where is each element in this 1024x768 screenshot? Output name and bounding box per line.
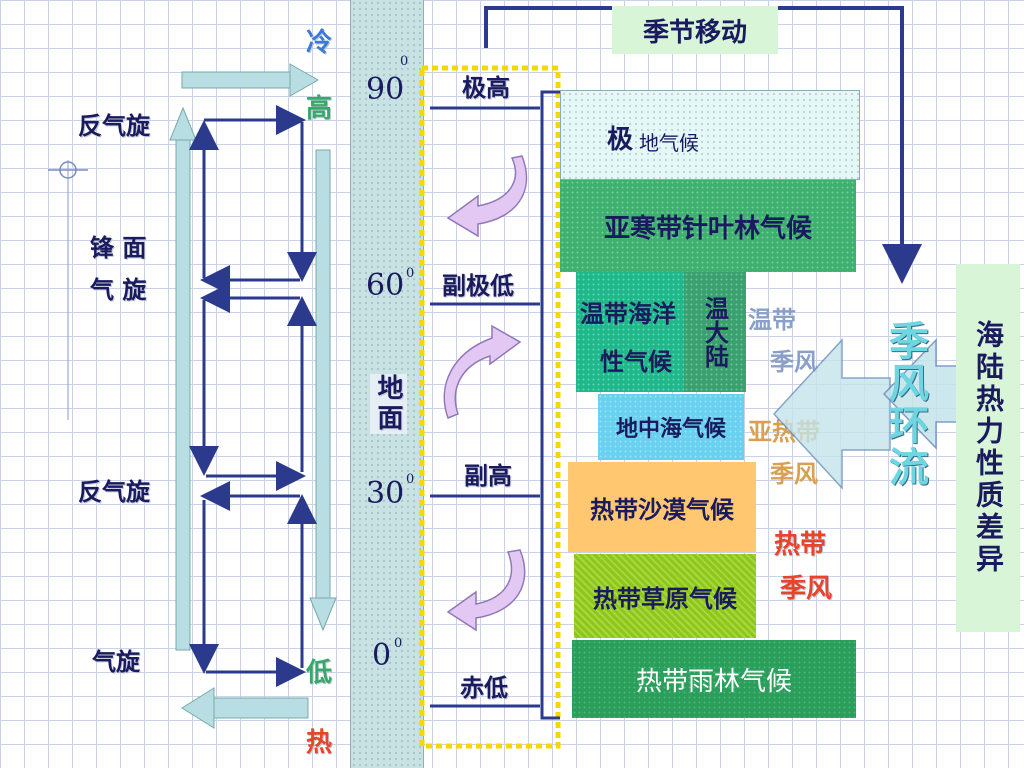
monsoon-arrows	[772, 338, 967, 490]
temperate-maritime-line2: 性气候	[600, 347, 672, 376]
savanna-box: 热带草原气候	[574, 554, 756, 638]
latitude-90: 90	[366, 72, 405, 107]
belt-equatorial-low: 赤低	[460, 673, 508, 702]
belt-lines	[430, 106, 540, 708]
subarctic-climate-box: 亚寒带针叶林气候	[560, 180, 856, 272]
temperate-monsoon-line2: 季风	[770, 347, 818, 376]
high-label: 高	[306, 94, 333, 124]
latitude-60-degree: 0	[406, 266, 415, 281]
hot-label: 热	[306, 728, 333, 758]
polar-climate-small: 地气候	[639, 131, 699, 155]
ground-label: 地面	[370, 374, 407, 434]
subtropical-monsoon-line2: 季风	[770, 459, 818, 488]
frontal-cyclone-line2: 气 旋	[90, 275, 147, 304]
belt-subtropical-high: 副高	[464, 461, 512, 490]
temperate-maritime-line1: 温带海洋	[580, 299, 676, 328]
rainforest-box: 热带雨林气候	[572, 640, 856, 718]
polar-climate-big: 极	[607, 125, 634, 155]
latitude-0-degree: 0	[394, 636, 403, 651]
anticyclone-mid-label: 反气旋	[78, 477, 150, 506]
belt-frame	[419, 65, 561, 749]
circulation-cells	[189, 105, 317, 687]
monsoon-circulation-label: 季风环流	[882, 320, 929, 488]
temperate-monsoon-line1: 温带	[748, 305, 796, 334]
climate-bracket	[540, 90, 560, 720]
rising-arrow-left	[169, 106, 197, 651]
sinking-arrow-right	[309, 149, 337, 632]
title-seasonal-shift: 季节移动	[612, 6, 778, 54]
anticyclone-top-label: 反气旋	[78, 111, 150, 140]
belt-polar-high: 极高	[462, 73, 510, 102]
cyclone-bottom-label: 气旋	[92, 647, 140, 676]
wind-curve-arrows	[443, 155, 528, 632]
tropical-monsoon-line2: 季风	[780, 574, 833, 604]
latitude-60: 60	[366, 268, 405, 303]
belt-subpolar-low: 副极低	[442, 271, 514, 300]
temperate-maritime-box: 温带海洋 性气候	[576, 272, 686, 392]
bottom-horizontal-arrow	[181, 687, 309, 729]
latitude-30-degree: 0	[406, 472, 415, 487]
polar-climate-box: 极 地气候	[560, 90, 860, 180]
land-sea-heating-label: 海陆热力性质差异	[956, 264, 1020, 632]
frontal-cyclone-line1: 锋 面	[90, 233, 147, 262]
latitude-0: 0	[372, 638, 392, 673]
cold-label: 冷	[306, 28, 333, 58]
mediterranean-box: 地中海气候	[598, 394, 744, 460]
low-label: 低	[306, 658, 333, 688]
latitude-30: 30	[366, 476, 405, 511]
top-horizontal-arrow	[181, 63, 320, 97]
latitude-90-degree: 0	[400, 54, 409, 69]
tropical-monsoon-line1: 热带	[774, 530, 827, 560]
desert-box: 热带沙漠气候	[568, 462, 756, 552]
temperate-continental-box: 温大陆	[684, 272, 746, 392]
